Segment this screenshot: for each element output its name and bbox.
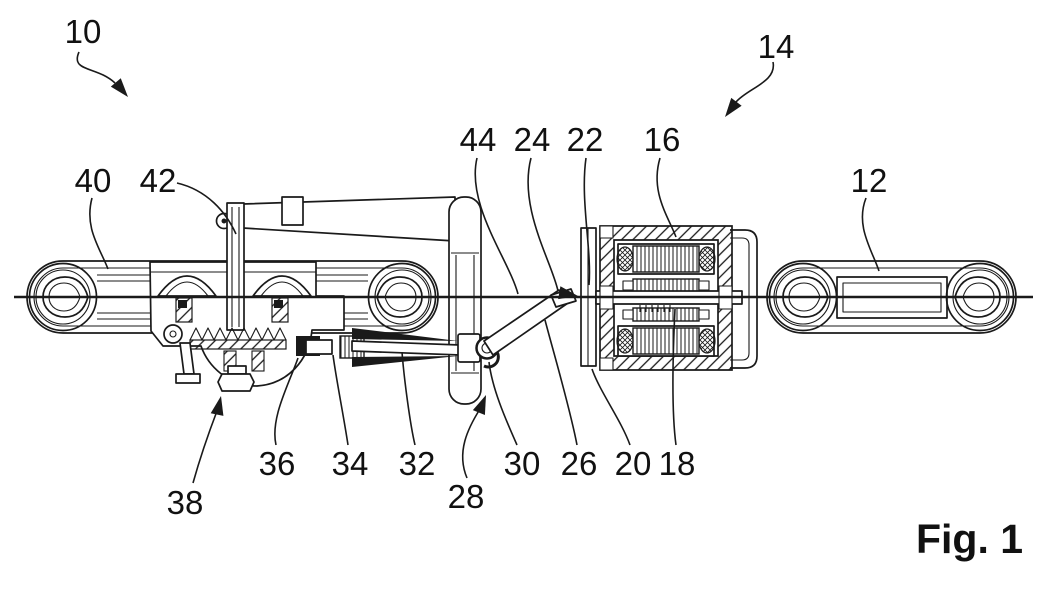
leader-arrowhead-10	[110, 78, 128, 97]
ref-label-24: 24	[514, 121, 551, 158]
leader-line-22	[583, 157, 591, 286]
ref-label-22: 22	[567, 121, 604, 158]
boot-upper	[352, 328, 458, 341]
stator-bottom	[616, 307, 716, 357]
end-winding	[698, 328, 716, 354]
leader-line-16	[656, 157, 677, 238]
diff-pivot-center	[169, 330, 177, 338]
leader-line-10	[76, 51, 116, 84]
diff-lever	[175, 342, 201, 384]
rotor-lamination-marks	[639, 305, 671, 312]
ref-label-38: 38	[167, 484, 204, 521]
leader-lines	[76, 51, 880, 484]
figure-caption: Fig. 1	[916, 516, 1023, 562]
leader-line-26	[544, 319, 578, 446]
wheel-carrier-upright	[448, 196, 482, 405]
leader-line-36	[274, 357, 299, 446]
leader-line-34	[332, 354, 349, 446]
electric-motor	[595, 225, 758, 371]
stator-top	[616, 243, 716, 293]
ref-label-36: 36	[259, 445, 296, 482]
housing-notch-bottom	[599, 357, 614, 371]
joint-hook	[483, 351, 500, 369]
bevel-pinion-right	[251, 350, 265, 372]
diff-dome-right-inner	[260, 281, 304, 297]
leader-line-14	[735, 61, 774, 103]
diff-dome-right	[252, 275, 312, 297]
diff-seal-right	[274, 300, 283, 308]
leader-line-24	[527, 157, 559, 292]
coupling-sleeve	[305, 339, 333, 355]
leader-line-28	[462, 408, 481, 479]
leader-arrowhead-28	[472, 395, 486, 416]
leader-arrowhead-14	[725, 97, 742, 117]
ref-label-10: 10	[65, 13, 102, 50]
diff-dome-left-inner	[165, 281, 209, 297]
right-tire-inner	[773, 267, 1010, 327]
ref-label-30: 30	[504, 445, 541, 482]
ref-label-18: 18	[659, 445, 696, 482]
upright-joints	[451, 252, 479, 374]
motor-housing-frame	[599, 225, 733, 371]
motor-bracket	[730, 229, 758, 369]
boot-lower	[352, 356, 458, 367]
ref-label-26: 26	[561, 445, 598, 482]
tie-rod-assembly	[351, 288, 577, 369]
ref-label-34: 34	[332, 445, 369, 482]
ref-label-32: 32	[399, 445, 436, 482]
steering-arm-block	[281, 196, 304, 226]
leader-line-38	[192, 410, 218, 484]
ref-label-16: 16	[644, 121, 681, 158]
ref-label-20: 20	[615, 445, 652, 482]
leader-line-20	[591, 368, 631, 446]
diff-dome-left	[157, 275, 217, 297]
leader-arrowhead-38	[210, 396, 224, 416]
ref-label-28: 28	[448, 478, 485, 515]
diff-pivot	[163, 324, 183, 344]
ref-label-14: 14	[758, 28, 795, 65]
left-tire-outer	[26, 260, 439, 334]
end-winding	[616, 328, 634, 354]
leader-line-18	[672, 308, 677, 446]
steering-arm-boss-center	[221, 218, 227, 224]
end-winding	[698, 246, 716, 272]
ref-label-40: 40	[75, 162, 112, 199]
housing-notch-top	[599, 225, 614, 239]
diff-drain-bolt	[217, 365, 255, 392]
left-tire-inner	[33, 267, 432, 327]
end-winding	[616, 246, 634, 272]
leader-line-40	[89, 197, 109, 270]
leader-line-32	[401, 351, 416, 446]
ref-label-12: 12	[851, 162, 888, 199]
leader-line-30	[488, 361, 518, 446]
leader-arrowhead-24	[558, 286, 578, 300]
ref-label-42: 42	[140, 162, 177, 199]
ref-label-44: 44	[460, 121, 497, 158]
right-tire-outer	[766, 260, 1017, 334]
leader-line-44	[474, 157, 519, 295]
leader-line-12	[861, 197, 880, 272]
diff-seal-left	[178, 300, 187, 308]
leader-line-42	[176, 182, 237, 235]
